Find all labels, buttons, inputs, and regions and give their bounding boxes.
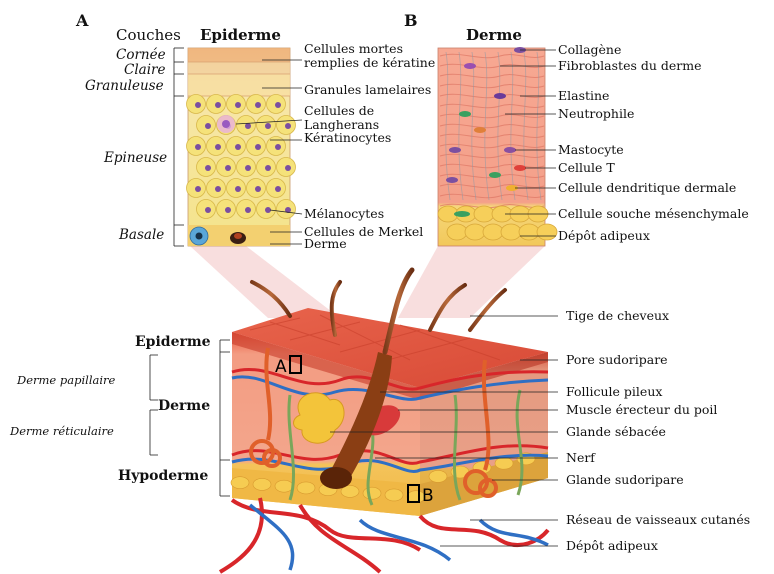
label-pore-sudoripare: Pore sudoripare [566,353,668,367]
label-depot-adipeux-b: Dépôt adipeux [558,229,650,243]
label-depot-adipeux: Dépôt adipeux [566,539,658,553]
label-follicule-pileux: Follicule pileux [566,385,662,399]
label-nerf: Nerf [566,451,595,465]
layer-epineuse: Epineuse [104,151,167,165]
region-derme-papillaire: Derme papillaire [17,373,115,387]
panel-a-letter: A [76,11,88,30]
region-derme-reticulaire: Derme réticulaire [10,424,114,438]
panel-a-title: Epiderme [200,26,281,44]
label-cellule-dendritique: Cellule dendritique dermale [558,181,736,195]
layers-header: Couches [116,26,181,44]
label-collagene: Collagène [558,43,621,57]
label-melanocytes: Mélanocytes [304,207,384,221]
label-derme-a: Derme [304,237,347,251]
marker-a: A [275,355,302,377]
panel-b-graphic [438,47,557,246]
layer-claire: Claire [124,63,165,77]
layer-granuleuse: Granuleuse [85,79,164,93]
label-remplies-keratine: remplies de kératine [304,56,435,70]
label-keratinocytes: Kératinocytes [304,131,391,145]
label-neutrophile: Neutrophile [558,107,634,121]
label-cellule-t: Cellule T [558,161,615,175]
label-muscle-erecteur: Muscle érecteur du poil [566,403,717,417]
layer-cornee: Cornée [116,48,166,62]
label-reseau-vaisseaux: Réseau de vaisseaux cutanés [566,513,750,527]
region-derme: Derme [158,399,210,413]
region-epiderme: Epiderme [135,335,211,349]
label-cellule-souche: Cellule souche mésenchymale [558,207,749,221]
label-elastine: Elastine [558,89,609,103]
label-cellules-de: Cellules de [304,104,374,118]
label-cellules-mortes: Cellules mortes [304,42,403,56]
region-hypoderme: Hypoderme [118,469,208,483]
label-glande-sudoripare: Glande sudoripare [566,473,684,487]
label-granules-lamelaires: Granules lamelaires [304,83,431,97]
label-glande-sebacee: Glande sébacée [566,425,666,439]
label-mastocyte: Mastocyte [558,143,624,157]
label-tige-cheveux: Tige de cheveux [566,309,669,323]
panel-b-title: Derme [466,26,522,44]
panel-b-letter: B [404,11,418,30]
zoom-beam-b [398,246,545,318]
zoom-beam-a [190,246,340,318]
label-fibroblastes: Fibroblastes du derme [558,59,702,73]
layer-basale: Basale [119,228,164,242]
panel-a-graphic [187,48,296,246]
marker-b: B [407,484,434,506]
